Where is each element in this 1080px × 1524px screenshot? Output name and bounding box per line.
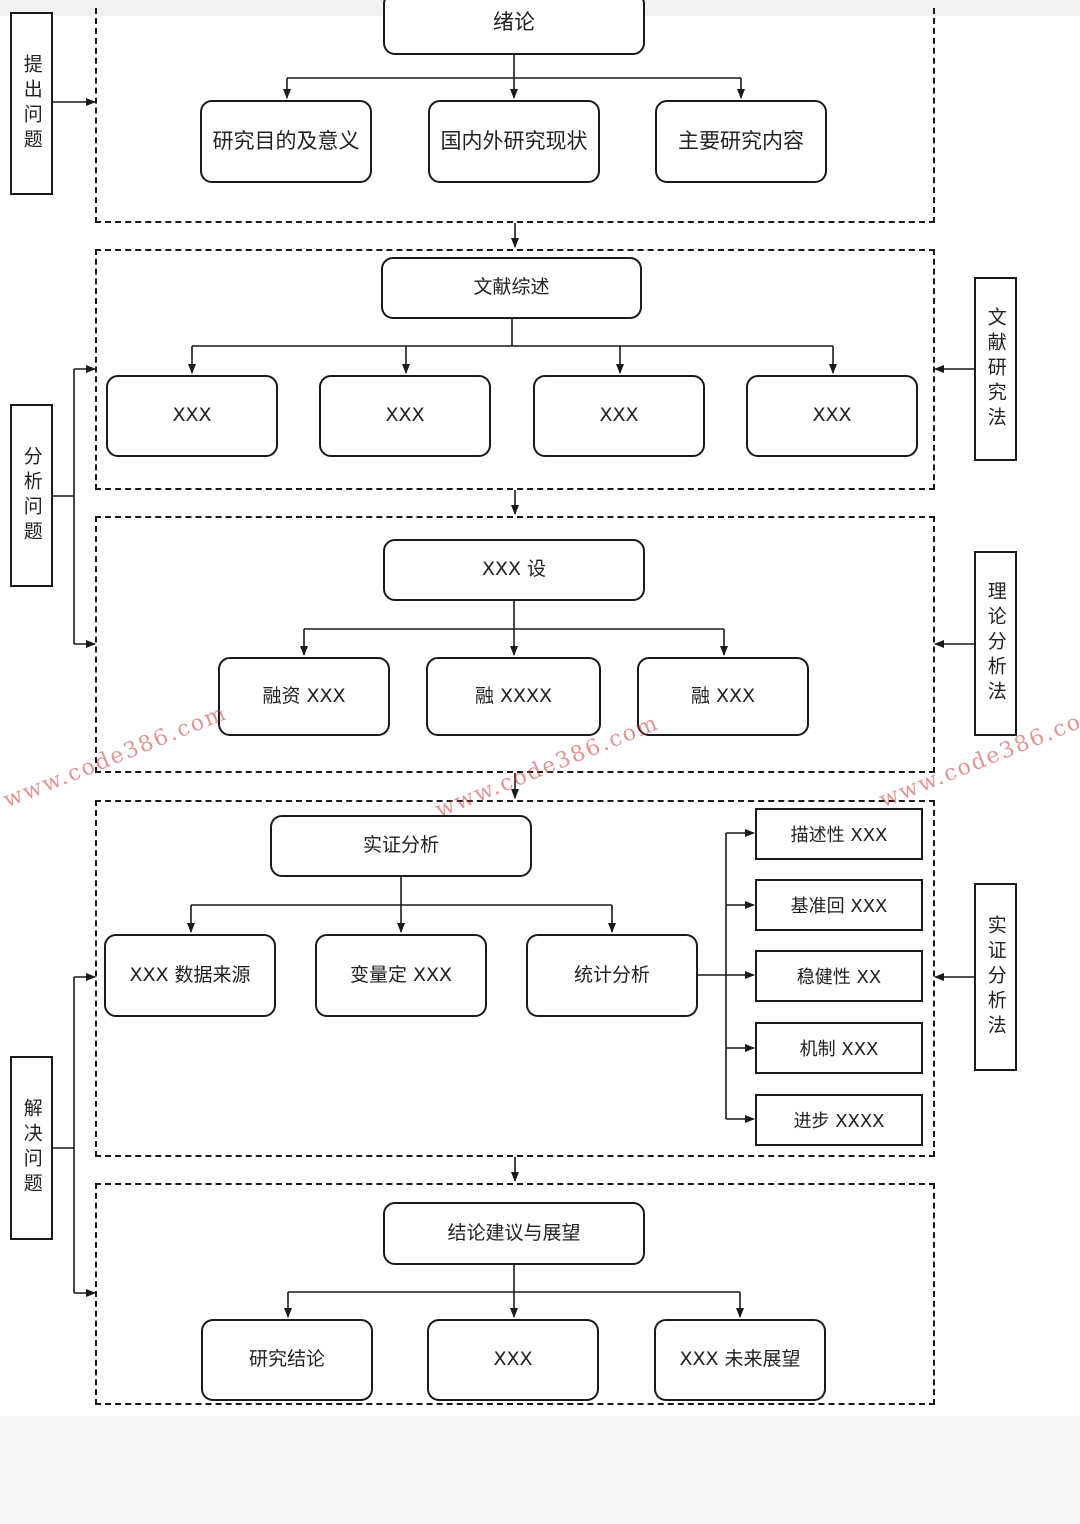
conclusion-root-box: 结论建议与展望 <box>383 1202 645 1265</box>
stats-method-box: 基准回 XXX <box>755 879 923 931</box>
stats-method-box: 机制 XXX <box>755 1022 923 1074</box>
intro-child-box: 国内外研究现状 <box>428 100 600 183</box>
section-hypothesis-frame <box>95 516 935 773</box>
diagram-canvas: 绪论 研究目的及意义 国内外研究现状 主要研究内容 文献综述 XXX XXX X… <box>0 0 1080 1405</box>
literature-child-box: XXX <box>319 375 491 457</box>
section-literature-frame <box>95 249 935 490</box>
hypothesis-child-box: 融资 XXX <box>218 657 390 736</box>
empirical-child-box: 变量定 XXX <box>315 934 487 1017</box>
stats-method-box: 描述性 XXX <box>755 808 923 860</box>
empirical-child-box: XXX 数据来源 <box>104 934 276 1017</box>
conclusion-child-box: XXX 未来展望 <box>654 1319 826 1401</box>
hypothesis-child-box: 融 XXX <box>637 657 809 736</box>
right-label-literature-method: 文献研究法 <box>974 277 1017 461</box>
conclusion-child-box: 研究结论 <box>201 1319 373 1401</box>
connector-lines <box>53 55 974 1318</box>
intro-root-box: 绪论 <box>383 0 645 55</box>
section-intro-frame <box>95 8 935 223</box>
right-label-empirical-method: 实证分析法 <box>974 883 1017 1071</box>
section-conclusion-frame <box>95 1183 935 1405</box>
stats-method-box: 稳健性 XX <box>755 950 923 1002</box>
hypothesis-root-box: XXX 设 <box>383 539 645 601</box>
left-label-raise-problem: 提出问题 <box>10 12 53 195</box>
empirical-root-box: 实证分析 <box>270 815 532 877</box>
literature-root-box: 文献综述 <box>381 257 642 319</box>
literature-child-box: XXX <box>746 375 918 457</box>
left-label-solve-problem: 解决问题 <box>10 1056 53 1240</box>
literature-child-box: XXX <box>106 375 278 457</box>
literature-child-box: XXX <box>533 375 705 457</box>
hypothesis-child-box: 融 XXXX <box>426 657 601 736</box>
left-label-analyze-problem: 分析问题 <box>10 404 53 587</box>
empirical-child-box: 统计分析 <box>526 934 698 1017</box>
right-label-theory-method: 理论分析法 <box>974 551 1017 736</box>
intro-child-box: 主要研究内容 <box>655 100 827 183</box>
stats-method-box: 进步 XXXX <box>755 1094 923 1146</box>
intro-child-box: 研究目的及意义 <box>200 100 372 183</box>
conclusion-child-box: XXX <box>427 1319 599 1401</box>
section-empirical-frame <box>95 800 935 1157</box>
